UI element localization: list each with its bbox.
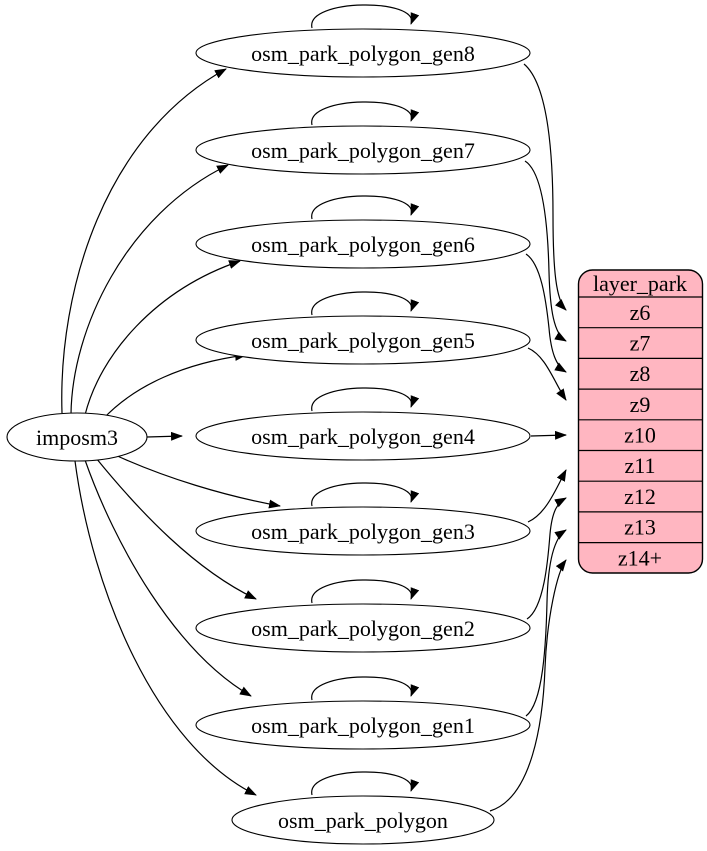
node-imposm3: imposm3: [6, 412, 148, 462]
self-loop-gen2: [311, 579, 420, 604]
self-loop-gen6: [311, 195, 420, 220]
gen5-ellipse: [195, 315, 531, 365]
edge-gen5-to-z9: [527, 347, 567, 401]
node-osm-park-polygon: osm_park_polygon: [231, 795, 495, 845]
self-loop-polygon: [311, 771, 420, 796]
imposm3-ellipse: [6, 412, 148, 462]
edge-imposm3-to-polygon: [74, 460, 257, 796]
layer-row-z10: z10: [624, 423, 656, 448]
edge-gen8-to-z6: [523, 63, 567, 311]
edge-imposm3-to-gen7: [70, 164, 229, 415]
self-loop-gen1: [311, 676, 420, 701]
edge-gen2-to-z12: [526, 497, 567, 620]
gen4-ellipse: [195, 411, 531, 461]
gen4-label: osm_park_polygon_gen4: [251, 424, 475, 449]
self-loop-gen3: [311, 482, 420, 507]
layer-row-z13: z13: [624, 515, 656, 540]
layer-row-z8: z8: [630, 361, 651, 386]
edge-gen3-to-z11: [527, 469, 567, 523]
layer-row-z9: z9: [630, 392, 651, 417]
gen8-ellipse: [195, 28, 531, 78]
gen3-label: osm_park_polygon_gen3: [251, 519, 475, 544]
gen6-label: osm_park_polygon_gen6: [251, 232, 475, 257]
edge-imposm3-to-gen1: [84, 459, 252, 697]
self-loop-gen7: [311, 101, 420, 126]
edge-imposm3-to-gen2: [95, 457, 257, 600]
node-osm-park-polygon-gen4: osm_park_polygon_gen4: [195, 411, 531, 461]
polygon-ellipse: [231, 795, 495, 845]
self-loop-gen5: [311, 291, 420, 316]
layer-row-z14plus: z14+: [618, 546, 662, 571]
gen6-ellipse: [195, 219, 531, 269]
gen7-label: osm_park_polygon_gen7: [251, 138, 475, 163]
node-osm-park-polygon-gen3: osm_park_polygon_gen3: [195, 506, 531, 556]
edge-imposm3-to-gen4: [146, 431, 183, 441]
edge-imposm3-to-gen8: [61, 68, 227, 414]
node-osm-park-polygon-gen8: osm_park_polygon_gen8: [195, 28, 531, 78]
node-osm-park-polygon-gen5: osm_park_polygon_gen5: [195, 315, 531, 365]
self-loop-gen4: [311, 387, 420, 412]
layer-row-z7: z7: [630, 331, 651, 356]
gen2-label: osm_park_polygon_gen2: [251, 616, 475, 641]
edge-polygon-to-z14plus: [489, 559, 567, 812]
edge-gen4-to-z10: [530, 430, 567, 440]
gen5-label: osm_park_polygon_gen5: [251, 328, 475, 353]
gen7-ellipse: [195, 125, 531, 175]
gen2-ellipse: [195, 603, 531, 653]
gen1-label: osm_park_polygon_gen1: [251, 713, 475, 738]
node-osm-park-polygon-gen7: osm_park_polygon_gen7: [195, 125, 531, 175]
node-osm-park-polygon-gen1: osm_park_polygon_gen1: [195, 700, 531, 750]
edge-gen7-to-z7: [524, 160, 567, 342]
gen3-ellipse: [195, 506, 531, 556]
imposm3-label: imposm3: [36, 425, 118, 450]
layer-row-z6: z6: [630, 300, 651, 325]
edge-imposm3-to-gen5: [102, 351, 247, 420]
layer-park-title: layer_park: [593, 271, 687, 296]
layer-row-z12: z12: [624, 484, 656, 509]
self-loop-gen8: [311, 4, 420, 29]
edge-gen6-to-z8: [525, 253, 567, 373]
gen8-label: osm_park_polygon_gen8: [251, 41, 475, 66]
edge-gen1-to-z13: [525, 529, 567, 717]
node-osm-park-polygon-gen6: osm_park_polygon_gen6: [195, 219, 531, 269]
layer-park-table: layer_park z6 z7 z8 z9 z10 z11 z12 z13 z…: [577, 269, 704, 574]
layer-park-box: [577, 269, 704, 574]
gen1-ellipse: [195, 700, 531, 750]
node-osm-park-polygon-gen2: osm_park_polygon_gen2: [195, 603, 531, 653]
edge-imposm3-to-gen6: [84, 260, 241, 416]
polygon-label: osm_park_polygon: [278, 808, 448, 833]
edge-group: [61, 4, 567, 812]
edge-imposm3-to-gen3: [112, 453, 281, 509]
layer-row-z11: z11: [625, 453, 656, 478]
